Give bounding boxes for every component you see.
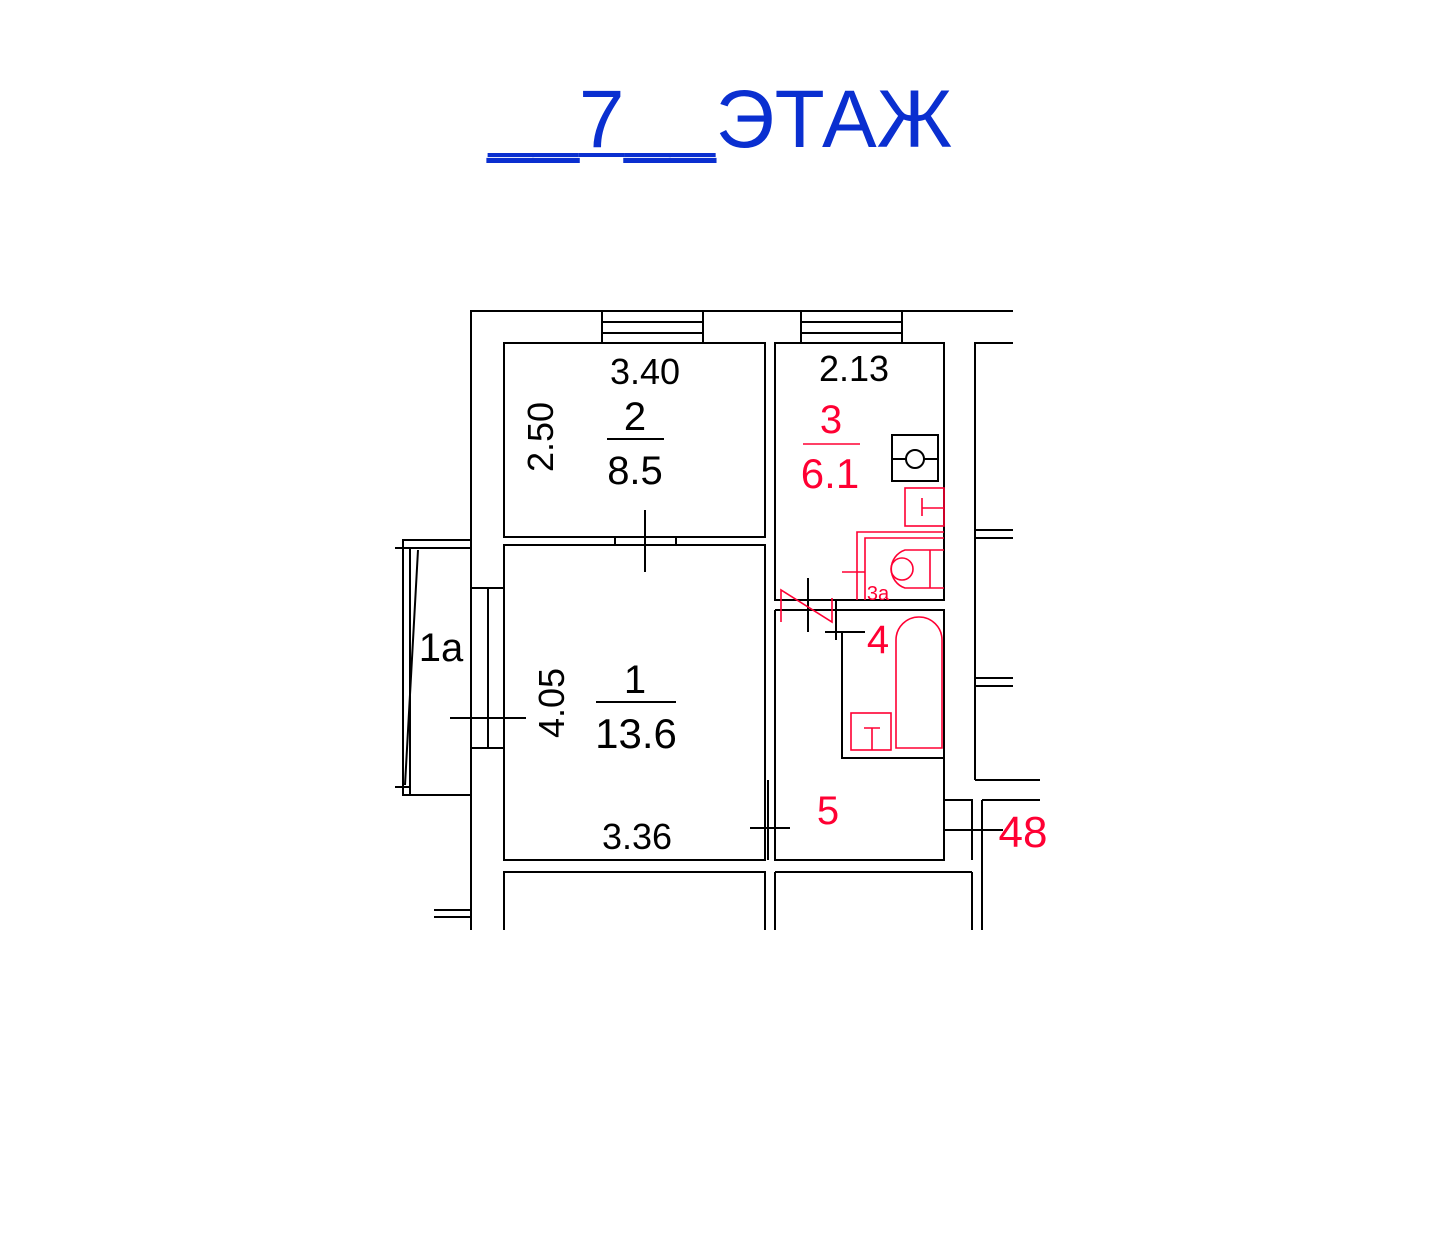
room-3a-label: 3а [867, 583, 890, 605]
room-2-labels: 3.40 2 8.5 2.50 [520, 351, 680, 493]
walls [434, 310, 1040, 930]
room-1-number: 1 [624, 658, 646, 702]
apartment-number: 48 [999, 808, 1048, 857]
balcony [395, 539, 471, 796]
balcony-label: 1а [419, 626, 464, 670]
room-4-label: 4 [867, 618, 889, 662]
room-3-area: 6.1 [801, 450, 859, 497]
room-2-area: 8.5 [607, 449, 663, 493]
room-3-number: 3 [820, 398, 842, 442]
toilet-icon [856, 531, 944, 600]
bathtub-icon [895, 616, 943, 749]
floor-number: __7__ [487, 74, 716, 165]
room-1-width: 3.36 [602, 816, 672, 857]
room-2-length: 2.50 [520, 402, 561, 472]
washbasin-icon [850, 712, 892, 751]
room-1-labels: 1 13.6 3.36 4.05 [531, 658, 677, 857]
room-5-label: 5 [817, 789, 839, 833]
room-2-width: 3.40 [610, 351, 680, 392]
room-3-width: 2.13 [819, 348, 889, 389]
room-1-length: 4.05 [531, 668, 572, 738]
room-3-labels: 2.13 3 6.1 [801, 348, 889, 497]
fixtures [842, 434, 945, 751]
windows [470, 311, 903, 749]
sink-icon [904, 487, 945, 527]
room-1-area: 13.6 [595, 710, 677, 757]
floor-label: ЭТАЖ [715, 74, 953, 165]
doors [450, 510, 1003, 860]
floor-title: __7__ЭТАЖ [0, 70, 1440, 170]
room-2-number: 2 [624, 395, 646, 439]
